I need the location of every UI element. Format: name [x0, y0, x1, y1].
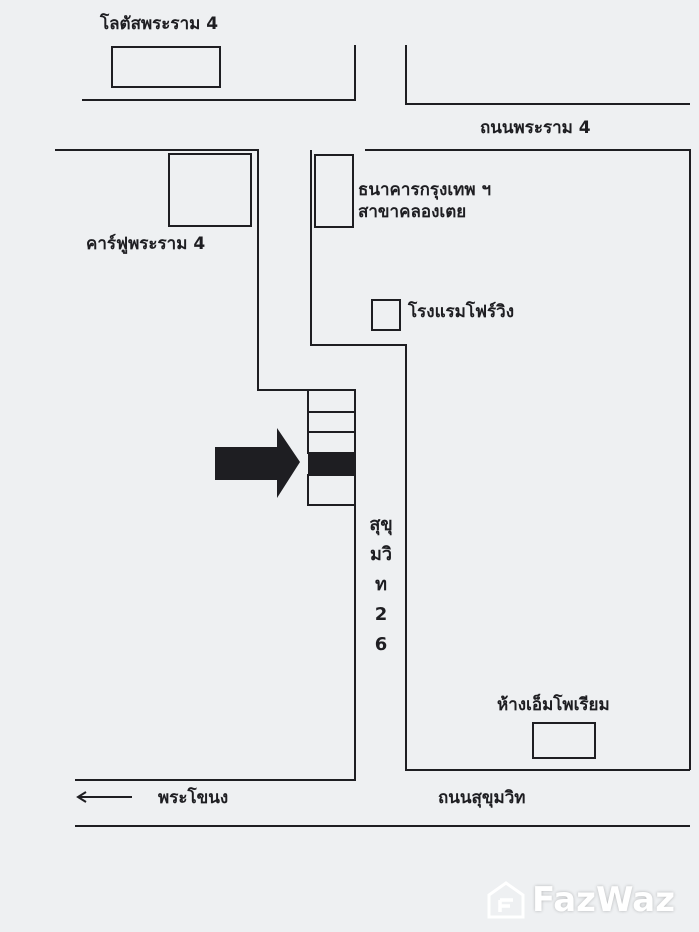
label-lotus: โลตัสพระราม 4: [100, 14, 219, 34]
soi-east-line: [310, 150, 690, 771]
target-building-1: [307, 389, 356, 413]
label-sukhumvit-road: ถนนสุขุมวิท: [438, 788, 526, 808]
label-bangkok-bank-line1: ธนาคารกรุงเทพ ฯ: [358, 180, 492, 200]
location-arrow: [215, 428, 300, 498]
emporium-building: [532, 722, 596, 759]
lotus-building: [111, 46, 221, 88]
rama4-road-bottom-left: [55, 149, 356, 781]
target-building-3: [307, 431, 356, 454]
target-building-highlight: [308, 453, 355, 475]
target-building-5: [307, 474, 356, 506]
fazwaz-watermark: FazWaz: [486, 876, 675, 924]
rama4-road-top-right: [405, 45, 690, 105]
label-hotel: โรงแรมโฟร์วิง: [408, 302, 515, 322]
carrefour-building: [168, 153, 252, 227]
direction-arrow-line: [76, 791, 132, 803]
fazwaz-logo-icon: [487, 881, 525, 919]
fazwaz-watermark-text: FazWaz: [532, 880, 675, 920]
label-emporium: ห้างเอ็มโพเรียม: [497, 695, 610, 715]
label-soi-sukhumvit-26: สุขุมวิท 26: [369, 514, 393, 655]
label-bangkok-bank-line2: สาขาคลองเตย: [358, 202, 467, 222]
bangkok-bank-building: [314, 154, 354, 228]
label-phra-khanong: พระโขนง: [158, 788, 229, 808]
label-carrefour: คาร์ฟูพระราม 4: [86, 234, 206, 254]
label-rama4-road: ถนนพระราม 4: [480, 118, 591, 138]
rama4-road-top-left: [82, 45, 356, 101]
target-building-2: [307, 411, 356, 433]
east-block-top: [365, 149, 691, 770]
hotel-building: [371, 299, 401, 331]
